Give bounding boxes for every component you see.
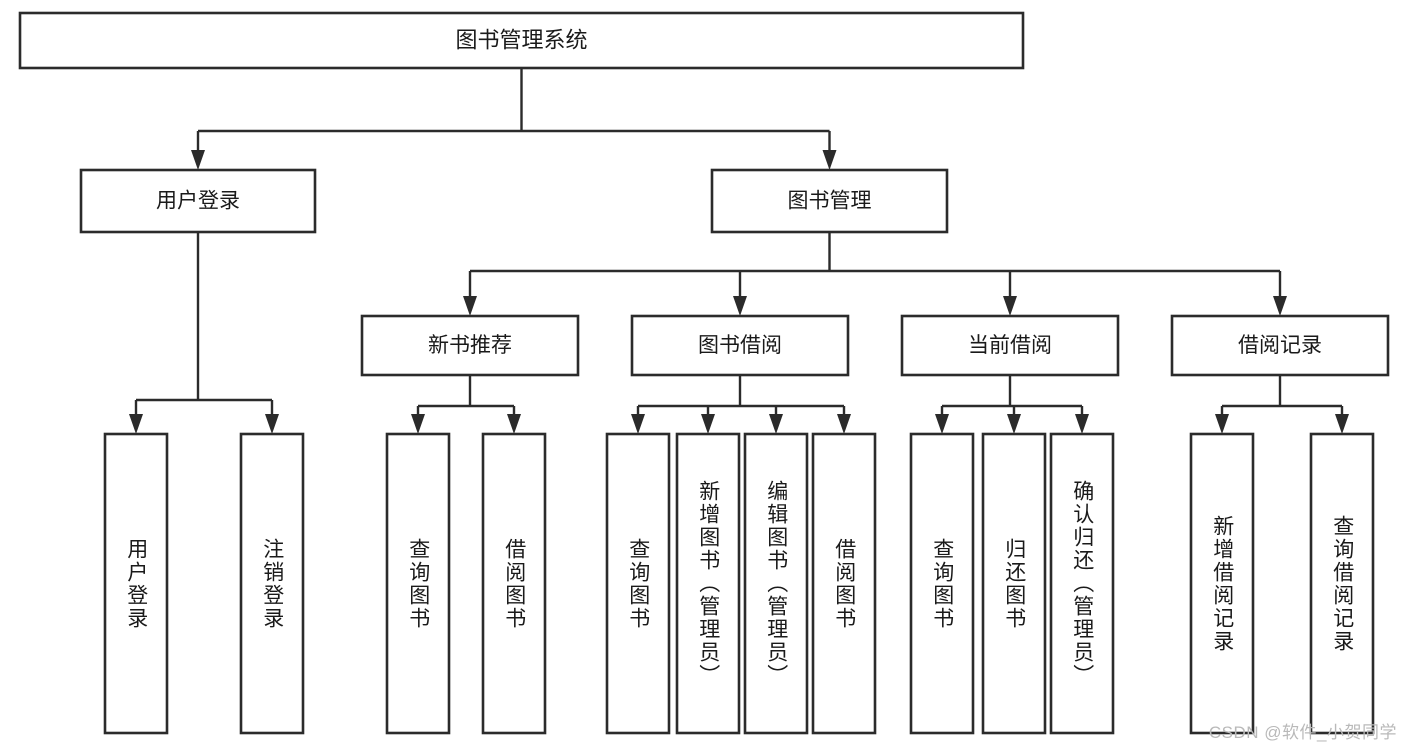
csdn-watermark: CSDN @软件_小贺同学 [1208,723,1397,742]
node-box-leaf-borrow-query[interactable] [605,432,671,735]
arrow-head-icon [1075,414,1089,434]
node-label-login: 用户登录 [156,190,240,213]
node-box-leaf-new-borrow[interactable] [481,432,547,735]
node-box-records[interactable] [1170,314,1390,377]
arrow-head-icon [1003,296,1017,316]
arrow-head-icon [1335,414,1349,434]
arrow-head-icon [837,414,851,434]
connector-layer [129,68,1349,434]
node-box-leaf-borrow-edit[interactable] [743,432,809,735]
node-label-current: 当前借阅 [968,334,1052,357]
arrow-head-icon [1007,414,1021,434]
node-box-leaf-borrow-add[interactable] [675,432,741,735]
node-box-leaf-cur-confirm[interactable] [1049,432,1115,735]
arrow-head-icon [411,414,425,434]
node-label-root: 图书管理系统 [455,27,587,52]
arrow-head-icon [935,414,949,434]
node-layer [18,11,1390,735]
arrow-head-icon [631,414,645,434]
node-box-leaf-borrow-do[interactable] [811,432,877,735]
node-box-current[interactable] [900,314,1120,377]
arrow-head-icon [733,296,747,316]
node-box-newbook[interactable] [360,314,580,377]
node-box-bookmgmt[interactable] [710,168,949,234]
node-box-root[interactable] [18,11,1025,70]
node-label-records: 借阅记录 [1238,334,1322,357]
node-label-borrow: 图书借阅 [698,334,782,357]
node-box-leaf-rec-query[interactable] [1309,432,1375,735]
arrow-head-icon [129,414,143,434]
arrow-head-icon [701,414,715,434]
node-box-leaf-rec-add[interactable] [1189,432,1255,735]
arrow-head-icon [191,150,205,170]
arrow-head-icon [822,150,837,170]
arrow-head-icon [769,414,783,434]
node-box-leaf-cur-return[interactable] [981,432,1047,735]
node-label-bookmgmt: 图书管理 [788,190,872,213]
arrow-head-icon [265,414,279,434]
node-label-newbook: 新书推荐 [428,334,512,357]
node-box-leaf-cur-query[interactable] [909,432,975,735]
arrow-head-icon [463,296,477,316]
arrow-head-icon [507,414,521,434]
node-box-login[interactable] [79,168,317,234]
node-box-leaf-new-query[interactable] [385,432,451,735]
node-box-borrow[interactable] [630,314,850,377]
arrow-head-icon [1215,414,1229,434]
node-box-leaf-user-logout[interactable] [239,432,305,735]
node-box-leaf-user-login[interactable] [103,432,169,735]
arrow-head-icon [1273,296,1287,316]
